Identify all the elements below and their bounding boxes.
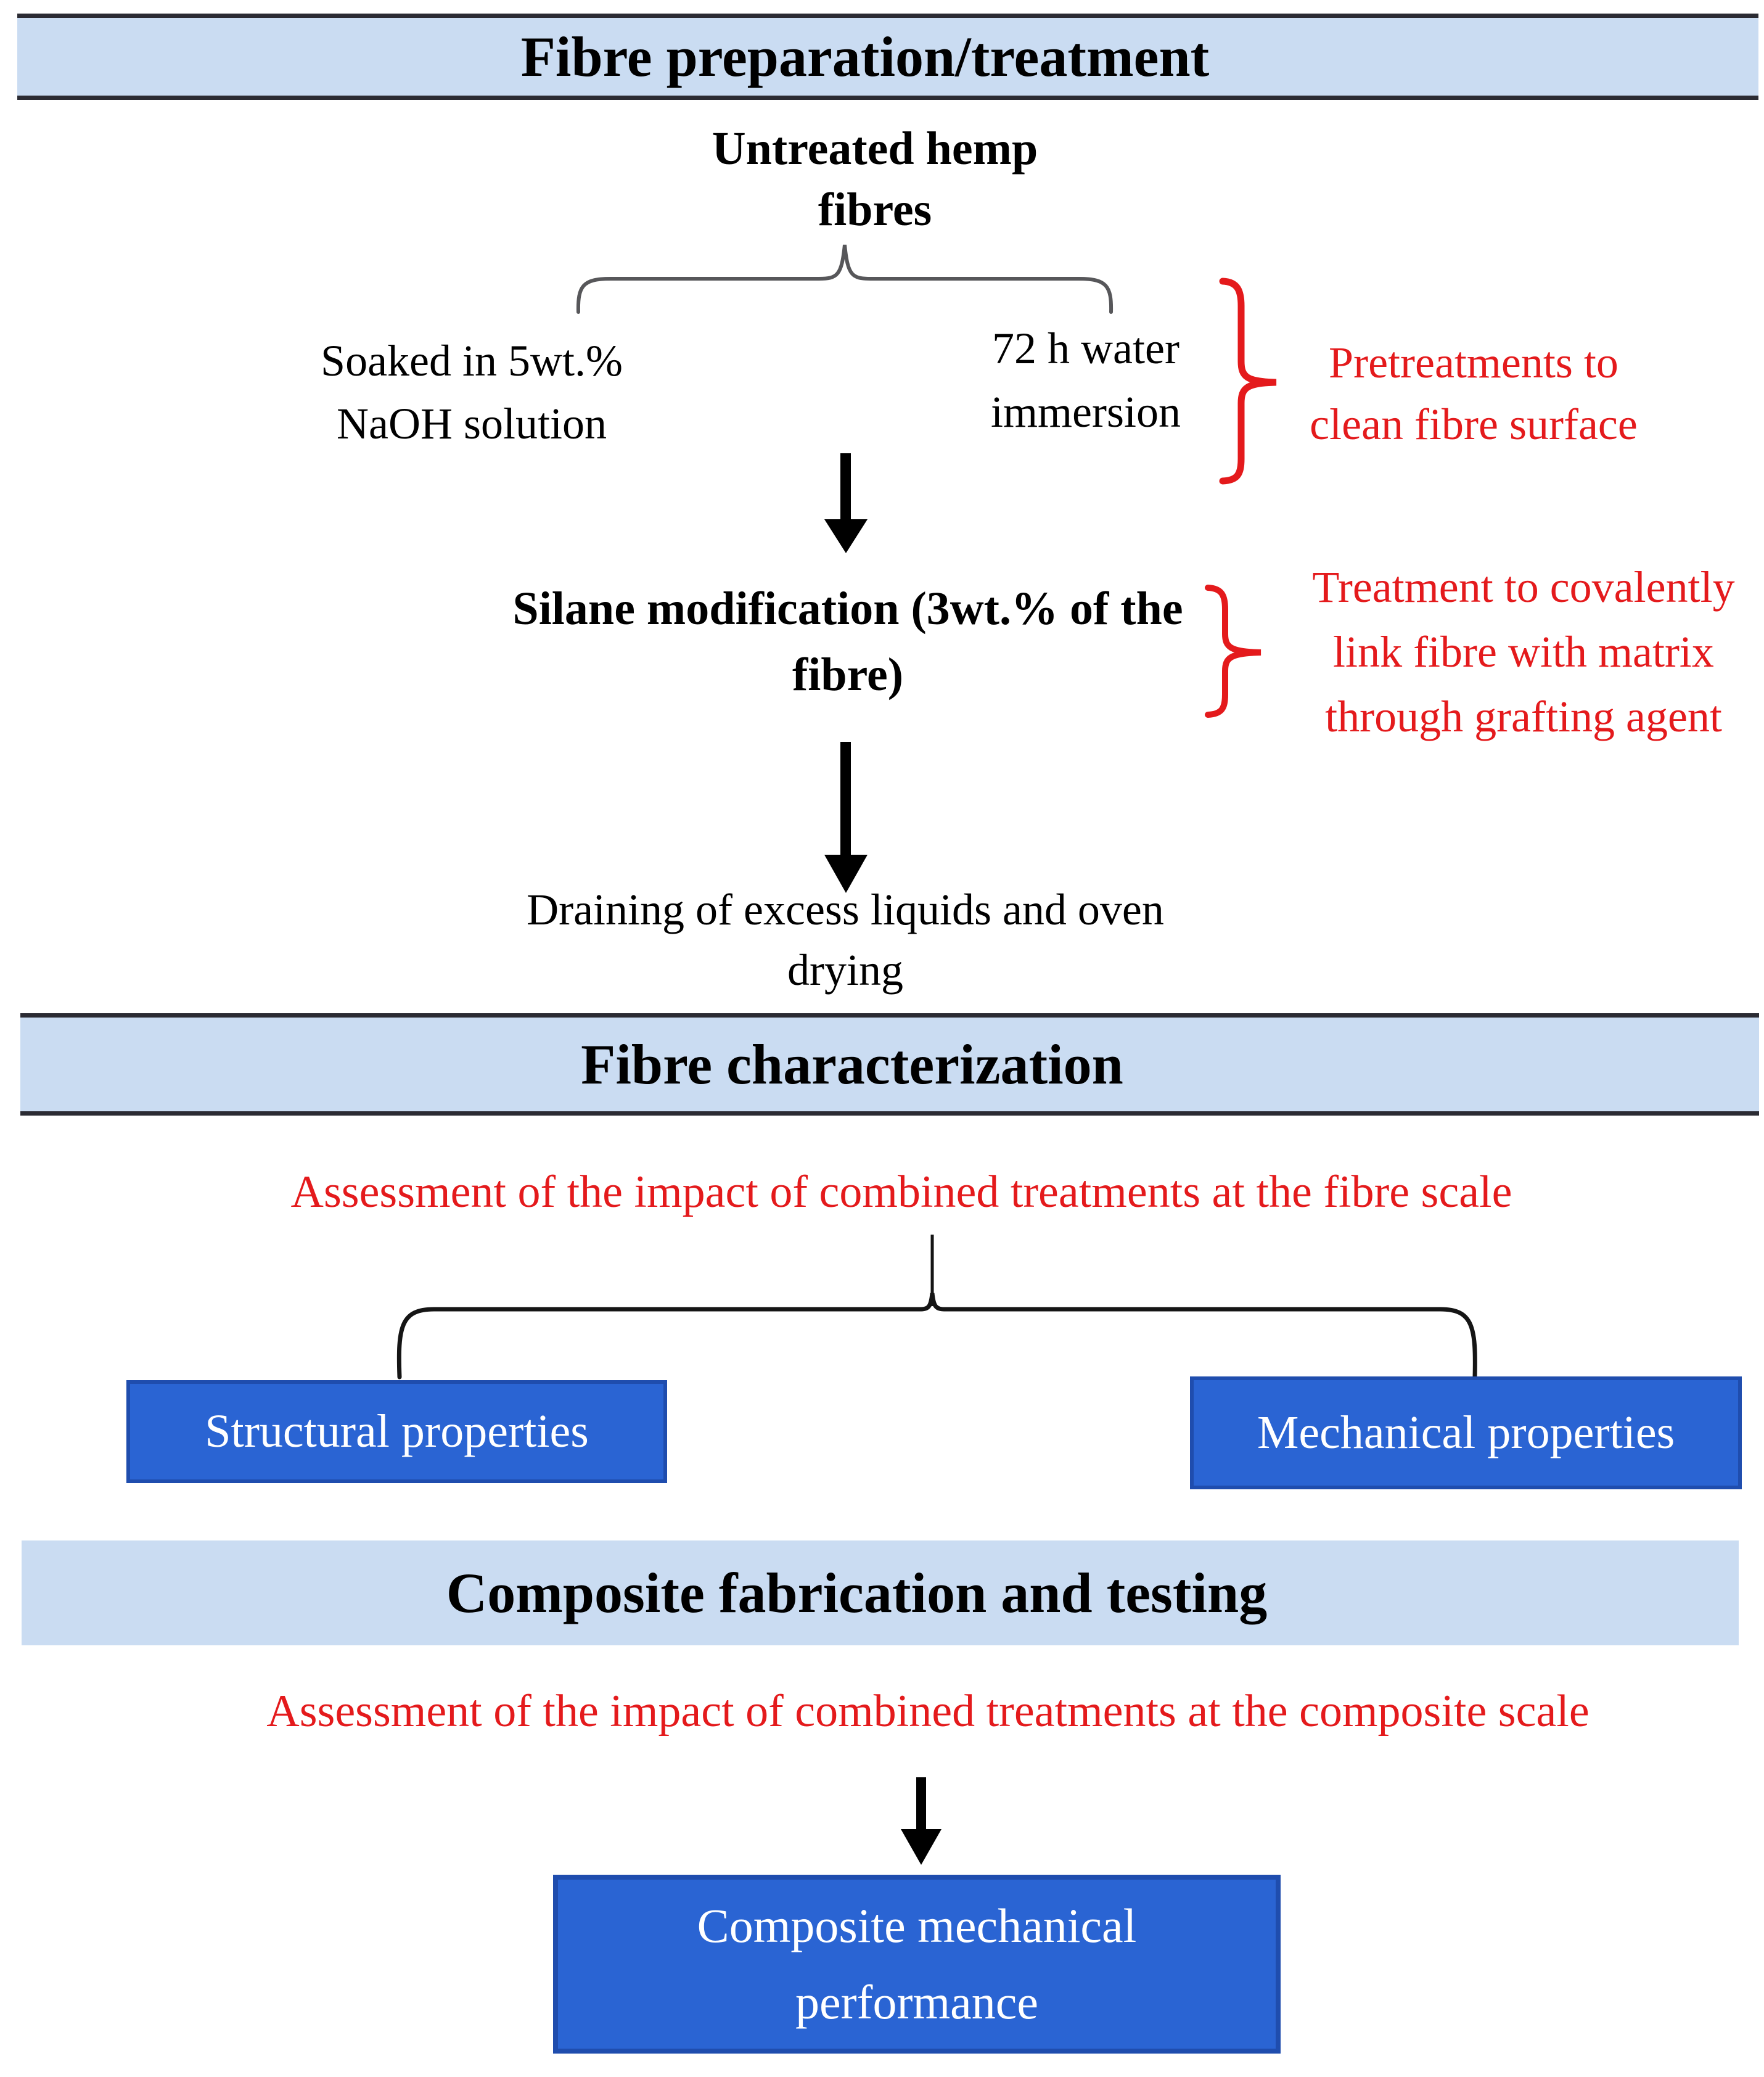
node-draining-drying-line1: Draining of excess liquids and oven [527,885,1164,934]
silane-bracket-icon [1205,585,1261,718]
box-composite-performance-label: Composite mechanical performance [697,1888,1137,2041]
down-arrow-icon-3 [901,1777,941,1865]
note-fibre-scale-assessment: Assessment of the impact of combined tre… [290,1167,1512,1217]
node-untreated-hemp-line2: fibres [818,184,932,236]
characterization-split-brace-icon [396,1293,1477,1380]
node-water-immersion-line2: immersion [991,387,1181,437]
box-composite-performance-line2: performance [795,1975,1039,2029]
node-draining-drying: Draining of excess liquids and oven dryi… [527,879,1164,1000]
box-composite-performance: Composite mechanical performance [553,1875,1281,2054]
node-water-immersion-line1: 72 h water [992,324,1179,373]
node-naoh-soak-line2: NaOH solution [337,399,607,448]
note-silane-treatment-line3: through grafting agent [1325,692,1722,741]
node-silane-modification: Silane modification (3wt.% of the fibre) [512,576,1183,708]
section-header-prep-label: Fibre preparation/treatment [520,25,1210,88]
box-structural-properties-label: Structural properties [205,1405,589,1457]
box-mechanical-properties: Mechanical properties [1190,1376,1742,1489]
note-pretreatments: Pretreatments to clean fibre surface [1310,332,1638,455]
section-header-composite-label: Composite fabrication and testing [446,1561,1268,1624]
untreated-split-brace-icon [576,244,1114,314]
note-silane-treatment-line2: link fibre with matrix [1333,627,1714,677]
node-untreated-hemp-line1: Untreated hemp [712,123,1038,175]
section-header-characterization: Fibre characterization [20,1013,1759,1116]
node-draining-drying-line2: drying [787,945,903,995]
section-header-characterization-label: Fibre characterization [581,1033,1123,1096]
note-composite-scale-assessment: Assessment of the impact of combined tre… [266,1686,1590,1737]
note-silane-treatment-line1: Treatment to covalently [1312,562,1735,612]
node-naoh-soak-line1: Soaked in 5wt.% [321,336,623,385]
node-silane-modification-line2: fibre) [792,649,904,701]
section-header-prep: Fibre preparation/treatment [17,14,1758,100]
section-header-composite: Composite fabrication and testing [22,1540,1739,1645]
note-pretreatments-line2: clean fibre surface [1310,400,1638,449]
down-arrow-icon-2 [824,742,868,893]
pretreatment-bracket-icon [1219,278,1277,485]
note-silane-treatment: Treatment to covalently link fibre with … [1312,555,1734,749]
node-naoh-soak: Soaked in 5wt.% NaOH solution [321,329,623,455]
down-arrow-icon-1 [824,453,868,553]
node-silane-modification-line1: Silane modification (3wt.% of the [512,583,1183,635]
node-water-immersion: 72 h water immersion [991,317,1181,444]
box-composite-performance-line1: Composite mechanical [697,1899,1137,1952]
node-untreated-hemp: Untreated hemp fibres [712,118,1038,241]
note-pretreatments-line1: Pretreatments to [1329,338,1618,387]
box-mechanical-properties-label: Mechanical properties [1257,1407,1675,1458]
box-structural-properties: Structural properties [126,1380,667,1483]
